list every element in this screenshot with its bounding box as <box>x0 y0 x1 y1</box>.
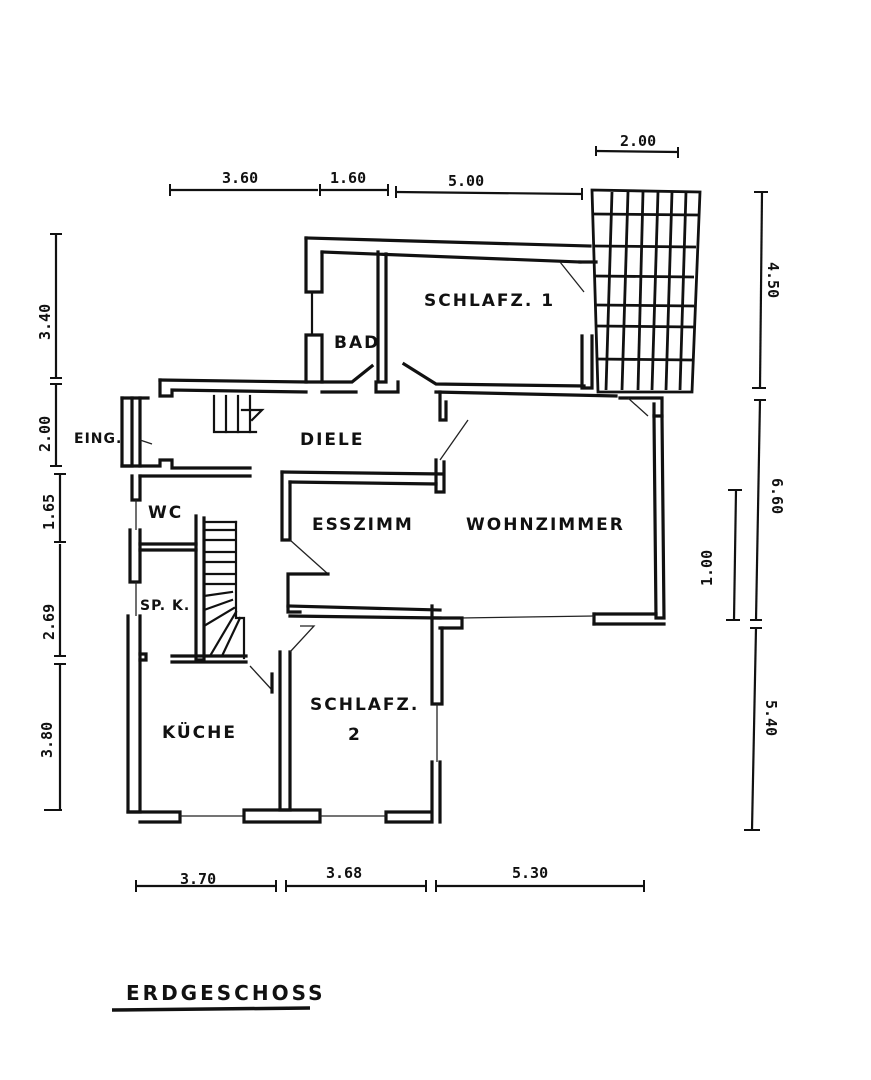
dim-terrace-width: 2.00 <box>620 132 656 150</box>
dim-bottom-1: 3.70 <box>180 870 216 888</box>
dimension-right <box>726 191 768 831</box>
dim-left-5: 3.80 <box>38 722 56 758</box>
dim-right-1: 4.50 <box>764 262 782 298</box>
dim-right-3: 5.40 <box>762 700 780 736</box>
dimension-top <box>169 146 679 200</box>
dim-right-2: 6.60 <box>768 478 786 514</box>
dim-right-inner: 1.00 <box>698 550 716 586</box>
room-label-schlafz2: SCHLAFZ. <box>310 695 419 715</box>
dim-left-3: 1.65 <box>40 494 58 530</box>
room-label-wc: WC <box>148 503 183 523</box>
room-label-wohnzimmer: WOHNZIMMER <box>466 515 625 535</box>
walls <box>120 236 666 824</box>
room-label-speisekammer: SP. K. <box>140 598 190 614</box>
room-label-schlafz2-number: 2 <box>348 725 362 745</box>
room-label-kueche: KÜCHE <box>162 721 237 743</box>
dim-left-2: 2.00 <box>36 416 54 452</box>
room-label-diele: DIELE <box>300 430 365 450</box>
room-label-esszimmer: ESSZIMM <box>312 515 414 535</box>
dim-bottom-3: 5.30 <box>512 864 548 882</box>
terrace-grid <box>590 188 702 394</box>
dim-bottom-2: 3.68 <box>326 864 362 882</box>
dimension-bottom <box>135 880 645 892</box>
room-label-bad: BAD <box>334 333 380 353</box>
title-underline <box>111 1006 311 1012</box>
room-label-schlafz1: SCHLAFZ. 1 <box>424 291 555 311</box>
dim-left-4: 2.69 <box>40 604 58 640</box>
dim-top-2: 1.60 <box>330 169 366 187</box>
room-label-eingang: EING. <box>74 431 122 447</box>
dim-top-1: 3.60 <box>222 169 258 187</box>
dim-left-1: 3.40 <box>36 304 54 340</box>
dim-top-3: 5.00 <box>448 172 484 190</box>
plan-title: ERDGESCHOSS <box>126 981 325 1005</box>
dimension-left <box>44 233 66 811</box>
